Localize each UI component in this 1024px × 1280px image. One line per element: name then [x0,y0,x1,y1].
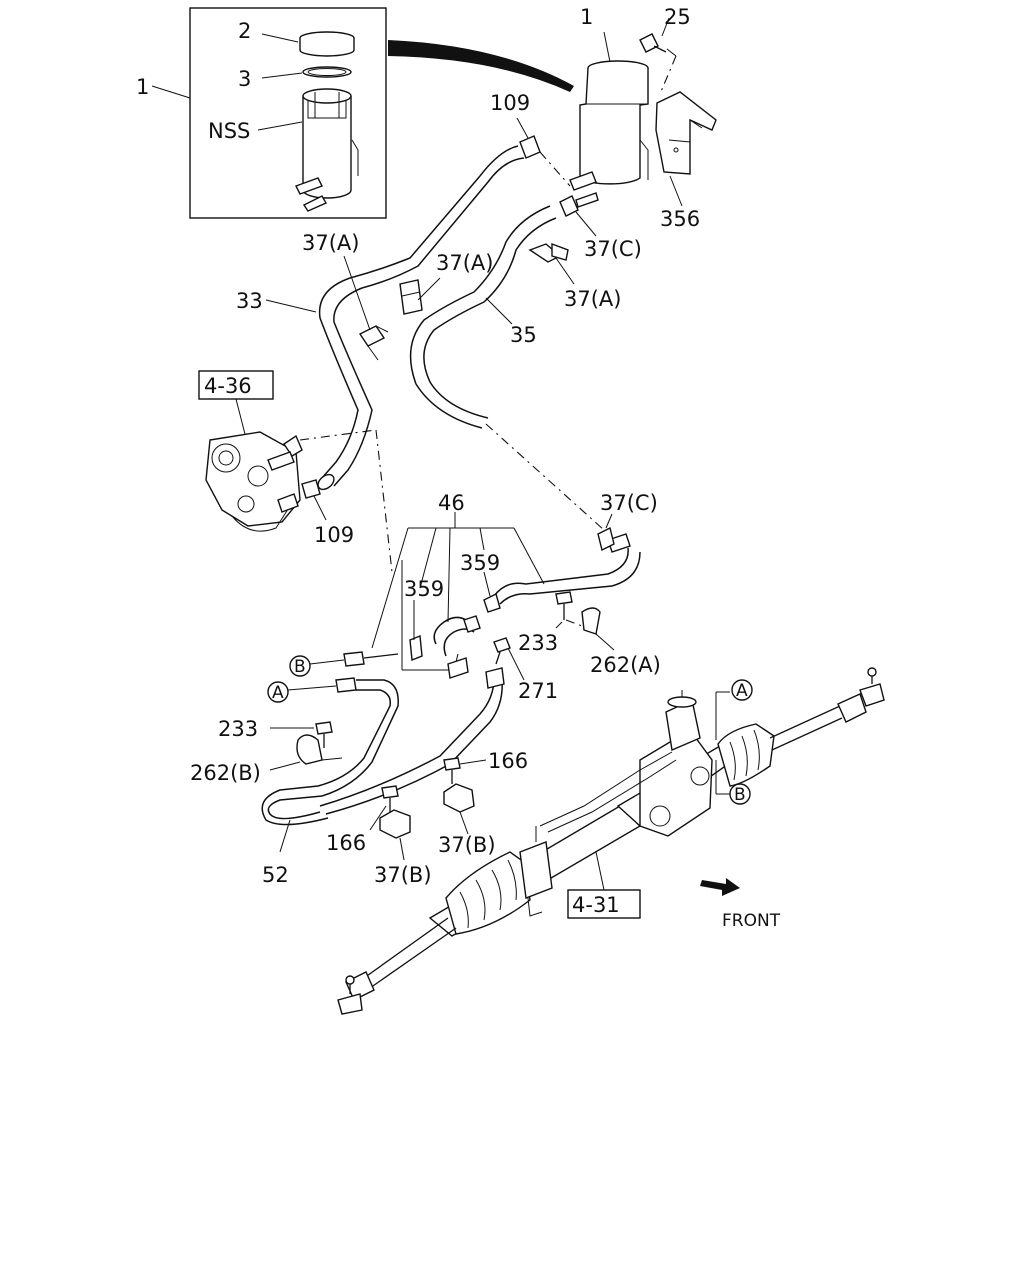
clamp-262b [269,734,343,771]
label-37a-right: 37(A) [564,287,621,311]
label-3: 3 [238,67,251,91]
reservoir-inset [189,7,387,219]
label-359-left: 359 [404,577,444,601]
bolt-233-top [555,591,573,629]
steering-gear [337,667,885,1015]
clamp-109-top [516,117,571,187]
label-46: 46 [438,491,465,515]
label-37c-top: 37(C) [584,237,642,261]
label-356: 356 [660,207,700,231]
inset-arrow [388,40,574,92]
label-37b-right: 37(B) [438,833,496,857]
clamp-109-bottom [301,479,327,521]
label-1-left: 1 [136,75,149,99]
callout-labels: 1 2 3 NSS 1 25 109 356 37(C) 37(A) 37(A)… [136,5,781,931]
clamp-37c-top [559,195,597,237]
hose-assembly-46 [371,512,641,671]
pipe-b [289,651,399,677]
label-52: 52 [262,863,289,887]
marker-b-right: B [734,785,746,805]
label-233-left: 233 [218,717,258,741]
bolt-166-left [369,785,399,831]
clamp-37a-mid [399,277,441,315]
label-25: 25 [664,5,691,29]
marker-b-right-circle [729,783,751,805]
label-262a: 262(A) [590,653,661,677]
label-262b: 262(B) [190,761,261,785]
bolt-233-left [270,721,333,748]
label-33: 33 [236,289,263,313]
ref-4-31: 4-31 [572,893,620,917]
marker-a-left: A [272,683,284,703]
label-359-right: 359 [460,551,500,575]
hose-33 [318,145,519,479]
clamp-37a-right [528,242,575,285]
label-166-right: 166 [488,749,528,773]
label-109-top: 109 [490,91,530,115]
power-steering-pump [198,370,393,573]
label-nss: NSS [208,119,250,143]
clamp-262a [565,607,615,651]
bolt-166-right [443,757,487,784]
front-arrow [700,878,740,896]
label-37a-left: 37(A) [302,231,359,255]
front-label: FRONT [722,911,781,931]
reservoir-assembled [569,31,649,208]
clamp-37b-right [443,783,475,835]
label-271: 271 [518,679,558,703]
reservoir-bracket [639,17,717,207]
marker-a-right: A [736,681,748,701]
label-2: 2 [238,19,251,43]
clamp-37a-left [343,255,389,361]
clamp-37c-mid [597,513,615,552]
label-35: 35 [510,323,537,347]
leader-c1-left [151,85,191,99]
label-166-left: 166 [326,831,366,855]
hose-35 [409,205,551,429]
label-1-top: 1 [580,5,593,29]
ref-4-36: 4-36 [204,374,252,398]
label-37a-mid: 37(A) [436,251,493,275]
marker-a-right-circle [731,679,753,701]
bolt-271 [493,637,525,681]
label-233-top: 233 [518,631,558,655]
label-109-bottom: 109 [314,523,354,547]
clamp-37b-left [379,809,411,861]
label-37b-left: 37(B) [374,863,432,887]
marker-b-left: B [294,657,306,677]
label-37c-mid: 37(C) [600,491,658,515]
